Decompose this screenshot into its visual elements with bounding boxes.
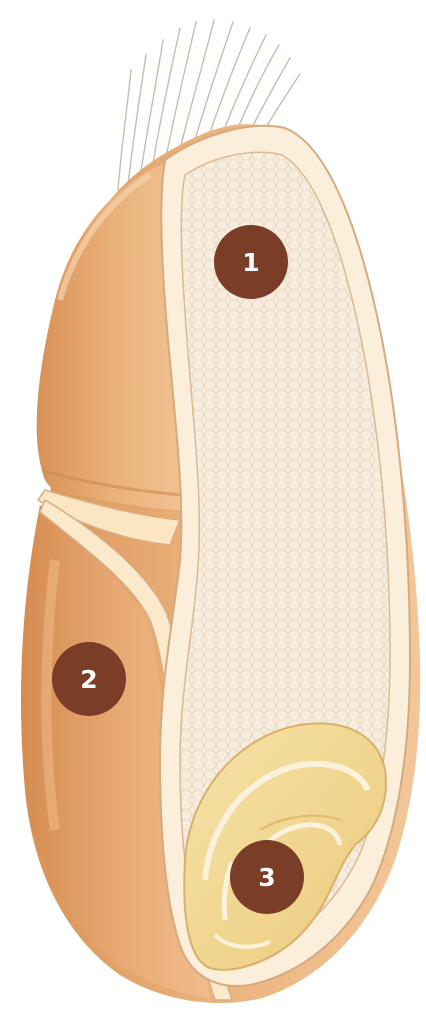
badge-3-label: 3 [258, 863, 275, 892]
badge-2-label: 2 [80, 665, 97, 694]
badge-1-label: 1 [242, 248, 259, 277]
badge-2: 2 [52, 642, 126, 716]
badge-3: 3 [230, 840, 304, 914]
badge-1: 1 [214, 225, 288, 299]
